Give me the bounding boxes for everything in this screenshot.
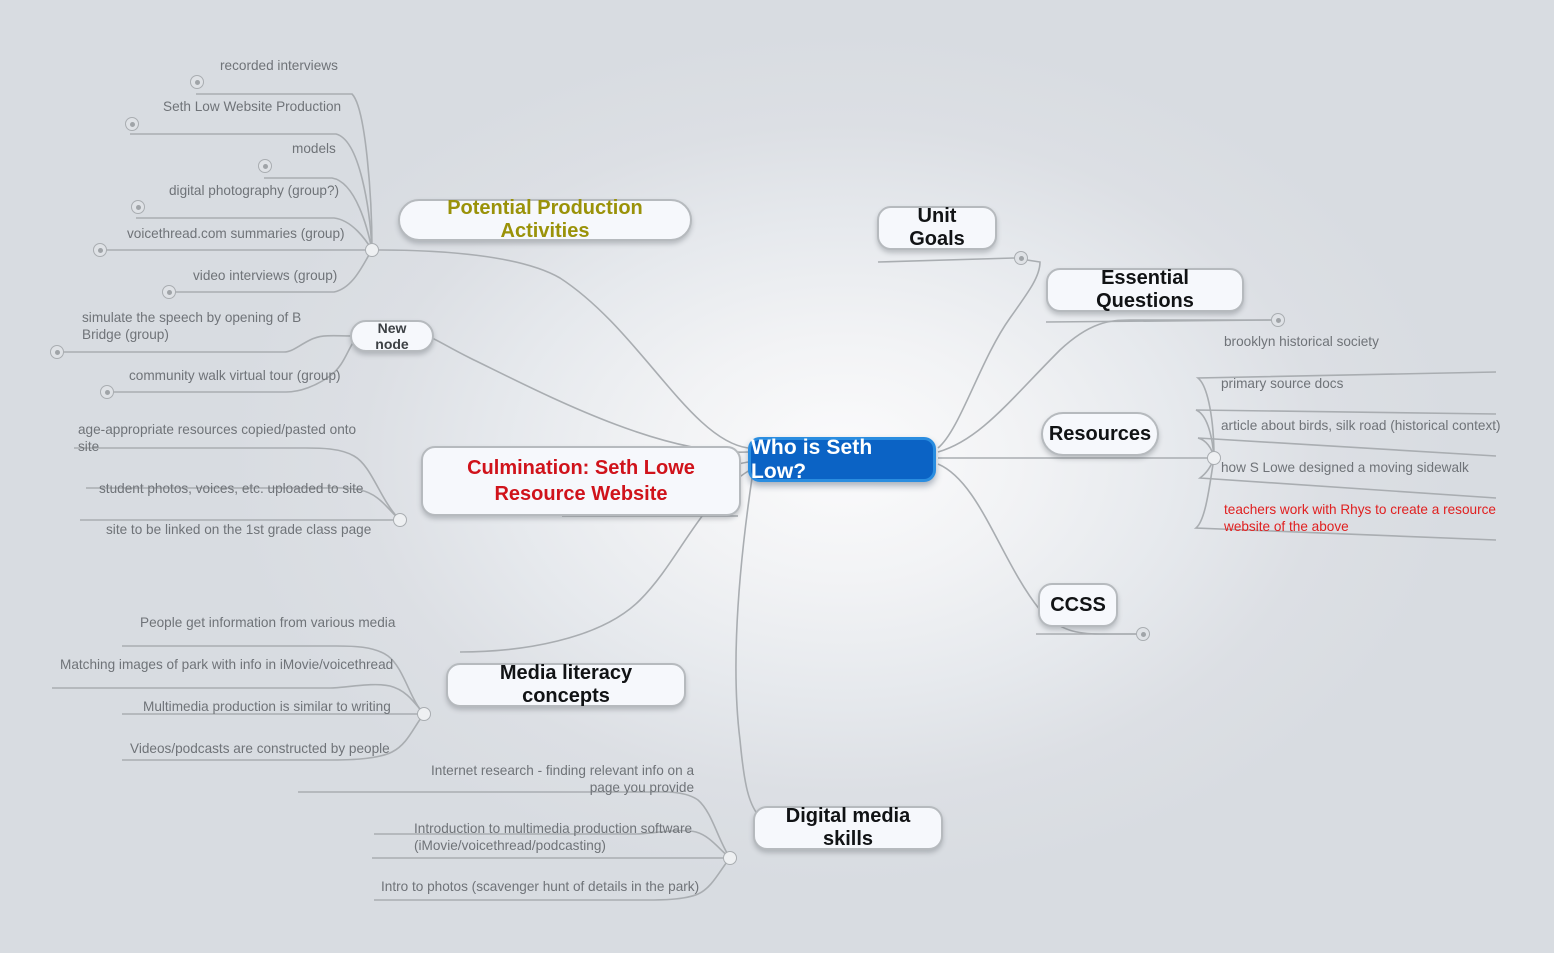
node-media-literacy-concepts[interactable]: Media literacy concepts	[446, 662, 686, 707]
expand-toggle-culmination[interactable]	[393, 513, 407, 527]
leaf-label[interactable]: primary source docs	[1221, 376, 1344, 391]
leaf-label[interactable]: Multimedia production is similar to writ…	[143, 699, 391, 714]
leaf-label[interactable]: People get information from various medi…	[140, 615, 396, 630]
leaf-toggle-ppa-4[interactable]	[93, 243, 107, 257]
leaf-label[interactable]: models	[292, 141, 336, 156]
expand-toggle-ppa[interactable]	[365, 243, 379, 257]
expand-toggle-unit-goals[interactable]	[1014, 251, 1028, 265]
leaf-toggle-newnode-0[interactable]	[50, 345, 64, 359]
center-node[interactable]: Who is Seth Low?	[748, 436, 936, 483]
leaf-label[interactable]: recorded interviews	[220, 58, 338, 73]
leaf-label[interactable]: article about birds, silk road (historic…	[1221, 418, 1501, 433]
node-new-node[interactable]: New node	[350, 320, 434, 352]
leaf-label[interactable]: site to be linked on the 1st grade class…	[106, 522, 372, 537]
leaf-label[interactable]: age-appropriate resources copied/pasted …	[78, 422, 357, 454]
expand-toggle-ccss[interactable]	[1136, 627, 1150, 641]
leaf-toggle-newnode-1[interactable]	[100, 385, 114, 399]
leaf-toggle-ppa-3[interactable]	[131, 200, 145, 214]
leaf-label[interactable]: brooklyn historical society	[1224, 334, 1379, 349]
leaf-label[interactable]: teachers work with Rhys to create a reso…	[1224, 502, 1496, 534]
leaf-label[interactable]: community walk virtual tour (group)	[129, 368, 341, 383]
expand-toggle-essential-questions[interactable]	[1271, 313, 1285, 327]
leaf-toggle-ppa-0[interactable]	[190, 75, 204, 89]
leaf-label[interactable]: Introduction to multimedia production so…	[414, 821, 693, 853]
leaf-label[interactable]: Videos/podcasts are constructed by peopl…	[130, 741, 390, 756]
leaf-toggle-ppa-1[interactable]	[125, 117, 139, 131]
node-culmination[interactable]: Culmination: Seth Lowe Resource Website	[421, 446, 741, 516]
leaf-label[interactable]: student photos, voices, etc. uploaded to…	[99, 481, 364, 496]
node-resources[interactable]: Resources	[1041, 412, 1159, 456]
expand-toggle-resources[interactable]	[1207, 451, 1221, 465]
node-potential-production-activities[interactable]: Potential Production Activities	[398, 197, 692, 242]
leaf-label[interactable]: how S Lowe designed a moving sidewalk	[1221, 460, 1469, 475]
node-unit-goals[interactable]: Unit Goals	[877, 205, 997, 250]
leaf-label[interactable]: video interviews (group)	[193, 268, 338, 283]
leaf-label[interactable]: Seth Low Website Production	[163, 99, 342, 114]
leaf-label[interactable]: digital photography (group?)	[169, 183, 340, 198]
expand-toggle-media-literacy[interactable]	[417, 707, 431, 721]
leaf-label[interactable]: Intro to photos (scavenger hunt of detai…	[381, 879, 700, 894]
expand-toggle-digital-media[interactable]	[723, 851, 737, 865]
node-digital-media-skills[interactable]: Digital media skills	[753, 805, 943, 850]
leaf-label[interactable]: voicethread.com summaries (group)	[127, 226, 345, 241]
leaf-toggle-ppa-2[interactable]	[258, 159, 272, 173]
node-ccss[interactable]: CCSS	[1038, 583, 1118, 627]
leaf-label[interactable]: Matching images of park with info in iMo…	[60, 657, 394, 672]
leaf-label[interactable]: simulate the speech by opening of B Brid…	[82, 310, 302, 342]
leaf-label[interactable]: Internet research - finding relevant inf…	[431, 763, 694, 795]
leaf-toggle-ppa-5[interactable]	[162, 285, 176, 299]
node-essential-questions[interactable]: Essential Questions	[1046, 267, 1244, 312]
